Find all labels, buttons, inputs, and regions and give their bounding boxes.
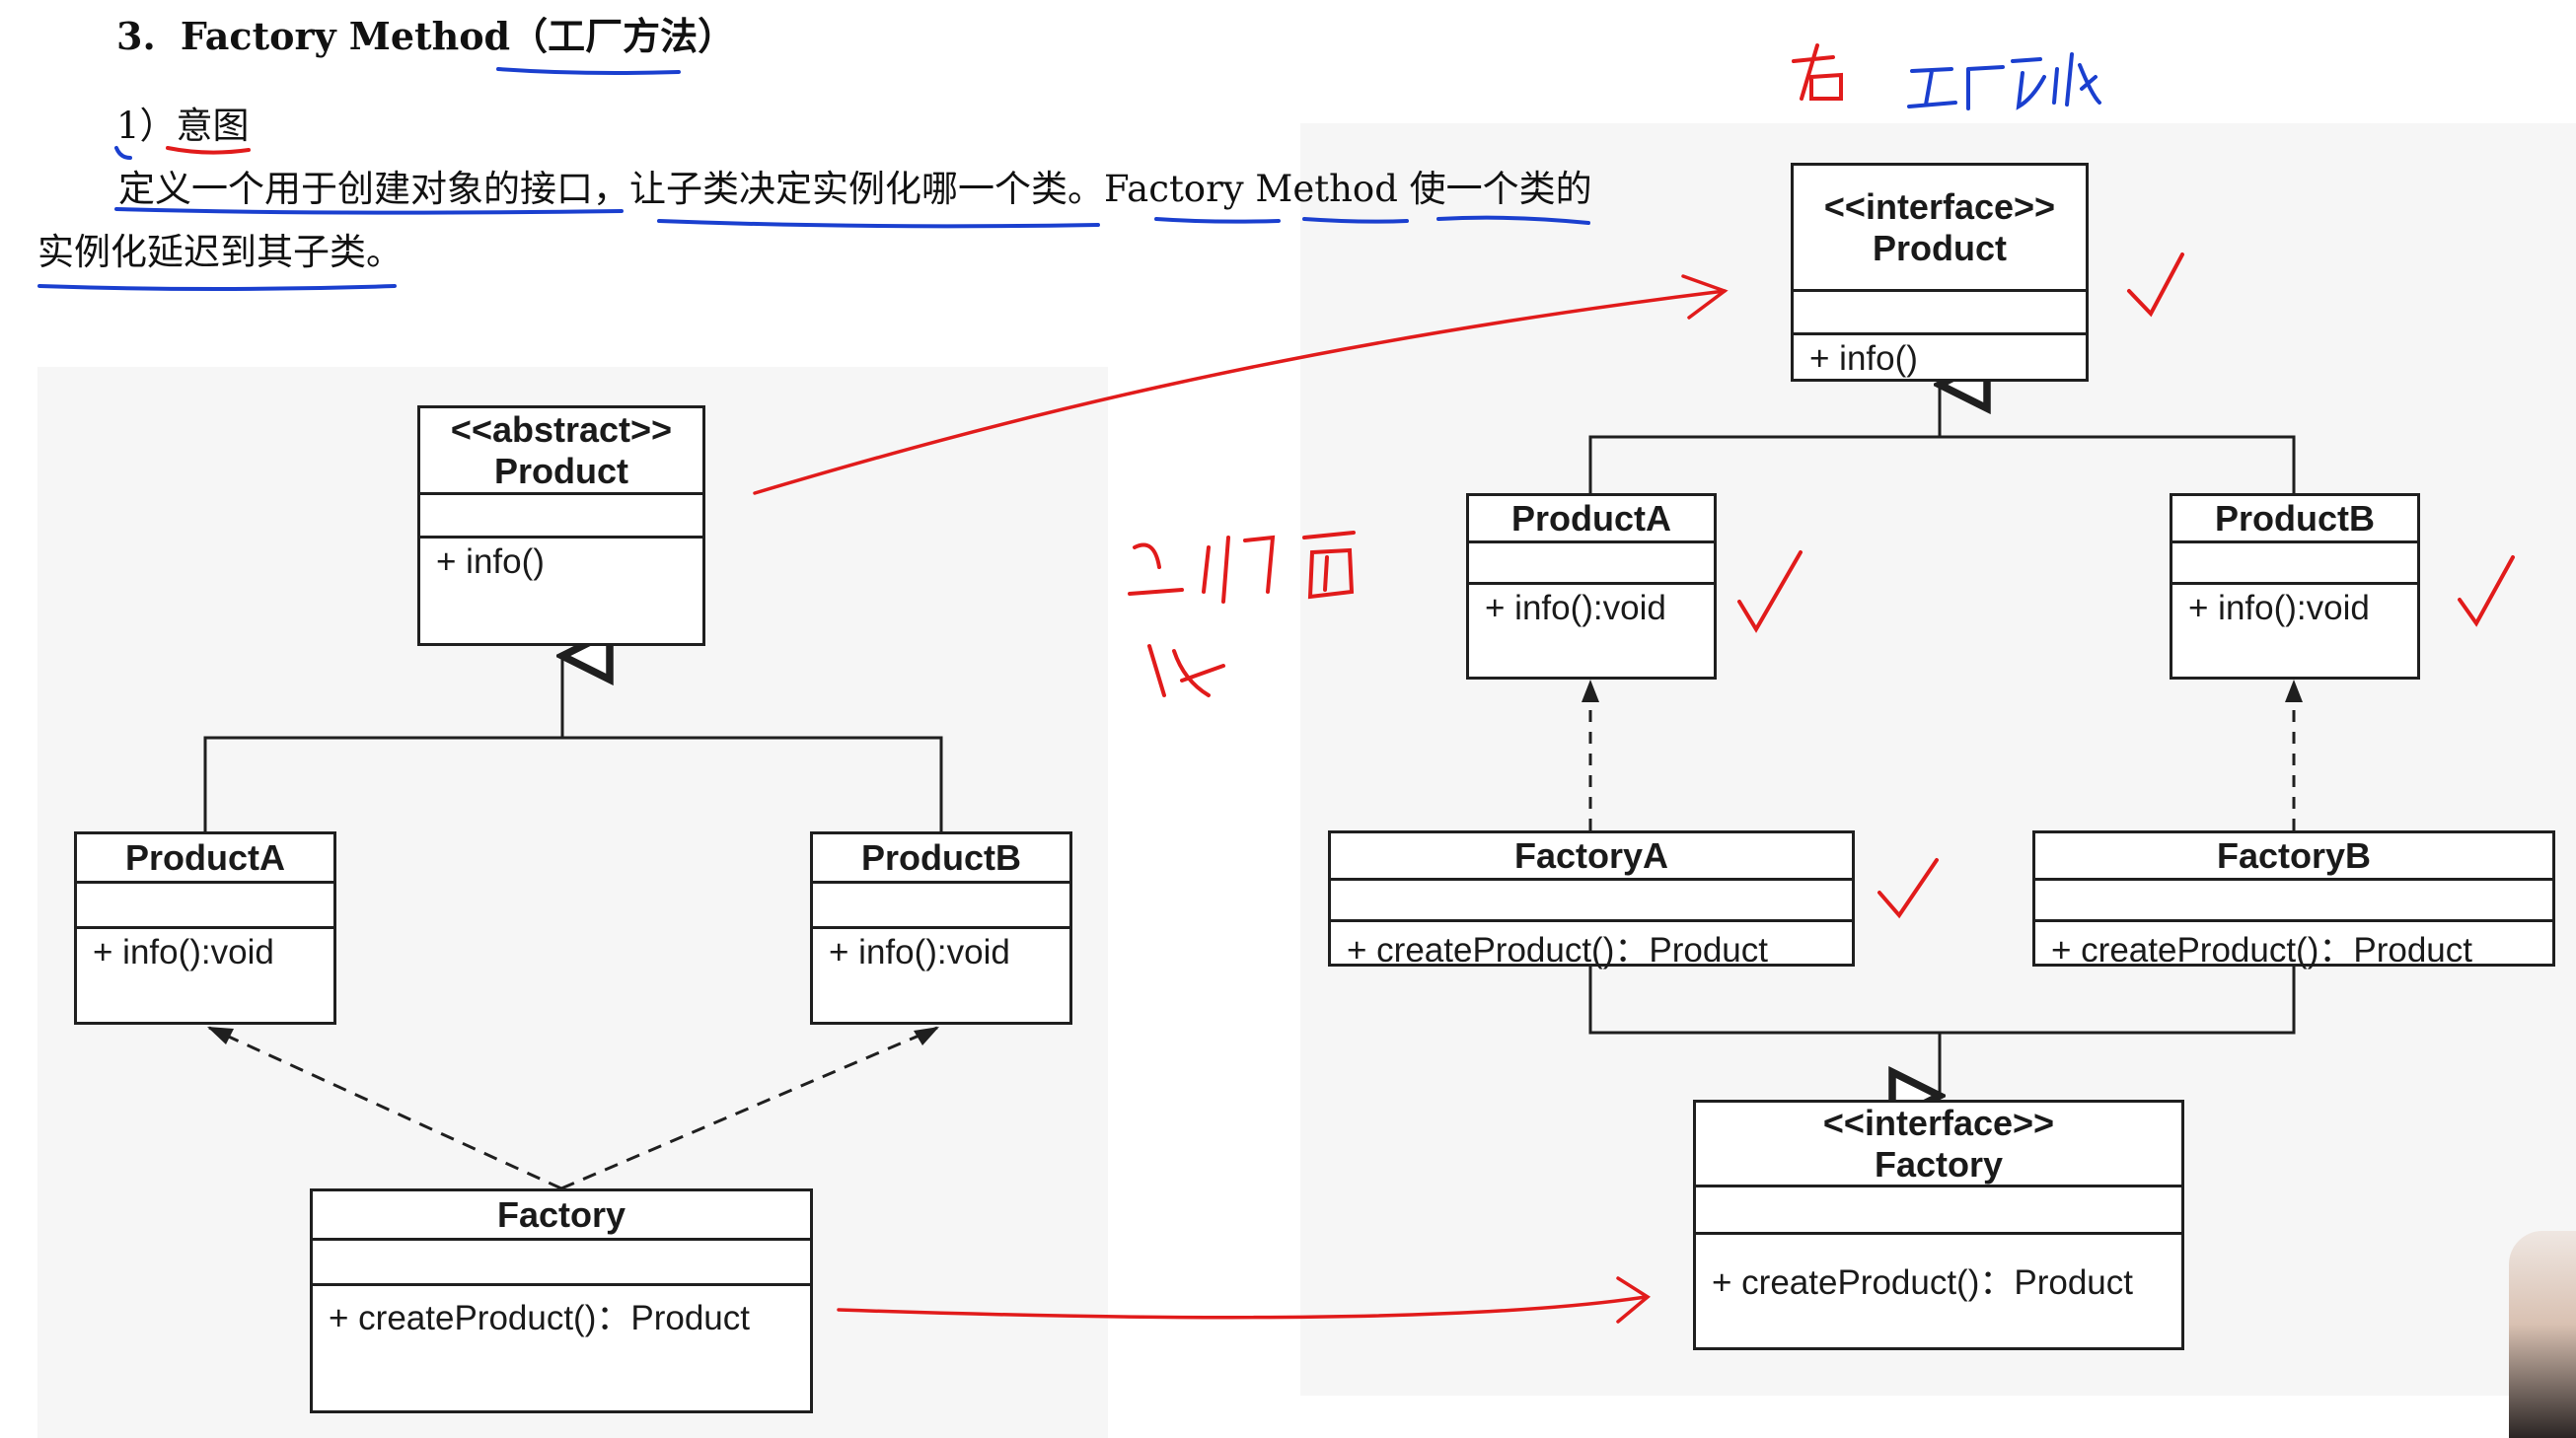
right-product-interface[interactable]: <<interface>> Product + info() (1791, 163, 2089, 382)
right-factoryb-class[interactable]: FactoryB + createProduct()：Product (2032, 830, 2555, 970)
right-dep-arrowhead-a (1582, 680, 1599, 702)
right-dep-arrowhead-b (2285, 680, 2303, 702)
left-factory-name: Factory (496, 1193, 626, 1235)
right-productb-class[interactable]: ProductB + info():void (2170, 493, 2420, 680)
left-producta-operation: + info():void (93, 933, 274, 971)
left-dep-arrowhead-a (207, 1027, 234, 1044)
red-arrow-annotations (753, 274, 1729, 1324)
left-product-class[interactable]: <<abstract>> Product + info() (417, 405, 705, 646)
right-producta-name: ProductA (1511, 497, 1671, 539)
right-productb-name: ProductB (2215, 497, 2375, 539)
intent-label: 1）意图 (116, 105, 250, 147)
left-product-stereotype: <<abstract>> (450, 408, 673, 450)
right-dependency-lines (1588, 690, 2296, 830)
section-heading: 3. Factory Method（工厂方法） (116, 6, 735, 60)
right-factoryb-operation: + createProduct()：Product (2051, 931, 2472, 970)
left-producta-name: ProductA (125, 836, 285, 878)
right-producta-class[interactable]: ProductA + info():void (1466, 493, 1717, 680)
right-product-operation: + info() (1809, 339, 1918, 378)
left-productb-name: ProductB (861, 836, 1021, 878)
right-generalization-lines (1588, 385, 2296, 493)
handwritten-red-glyphs (1128, 43, 1843, 697)
right-product-stereotype: <<interface>> (1823, 185, 2056, 227)
left-productb-operation: + info():void (829, 933, 1010, 971)
right-productb-operation: + info():void (2188, 589, 2370, 627)
section-number: 3. (116, 14, 156, 58)
left-product-operation: + info() (436, 542, 545, 581)
section-title: Factory Method (180, 14, 511, 58)
red-underline-annotation (166, 146, 251, 155)
right-factory-name: Factory (1874, 1143, 2004, 1185)
red-check-marks (1737, 252, 2515, 919)
intent-line-2: 实例化延迟到其子类。 (37, 231, 403, 273)
left-dependency-lines (208, 1026, 938, 1190)
left-producta-class[interactable]: ProductA + info():void (74, 831, 336, 1025)
left-factory-operation: + createProduct()：Product (329, 1299, 750, 1337)
section-title-cn: （工厂方法） (510, 14, 736, 58)
right-factoryb-name: FactoryB (2216, 834, 2372, 876)
right-realization-lines (1588, 967, 2296, 1096)
handwritten-blue-glyphs (1907, 52, 2101, 110)
blue-underline-annotations (37, 67, 1590, 291)
intent-line-1: 定义一个用于创建对象的接口，让子类决定实例化哪一个类。Factory Metho… (118, 168, 1592, 210)
right-factorya-operation: + createProduct()：Product (1347, 931, 1768, 970)
left-generalization-lines (203, 656, 943, 831)
right-factory-interface[interactable]: <<interface>> Factory + createProduct()：… (1693, 1100, 2184, 1350)
right-factory-operation: + createProduct()：Product (1712, 1263, 2133, 1302)
left-productb-class[interactable]: ProductB + info():void (810, 831, 1072, 1025)
right-factorya-name: FactoryA (1513, 834, 1669, 876)
right-factorya-class[interactable]: FactoryA + createProduct()：Product (1328, 830, 1855, 970)
presenter-video-thumbnail (2509, 1231, 2576, 1438)
left-factory-class[interactable]: Factory + createProduct()：Product (310, 1188, 813, 1413)
right-product-name: Product (1872, 227, 2007, 268)
right-producta-operation: + info():void (1485, 589, 1666, 627)
left-dep-arrowhead-b (914, 1027, 939, 1045)
left-product-name: Product (493, 450, 628, 491)
right-factory-stereotype: <<interface>> (1822, 1102, 2055, 1143)
